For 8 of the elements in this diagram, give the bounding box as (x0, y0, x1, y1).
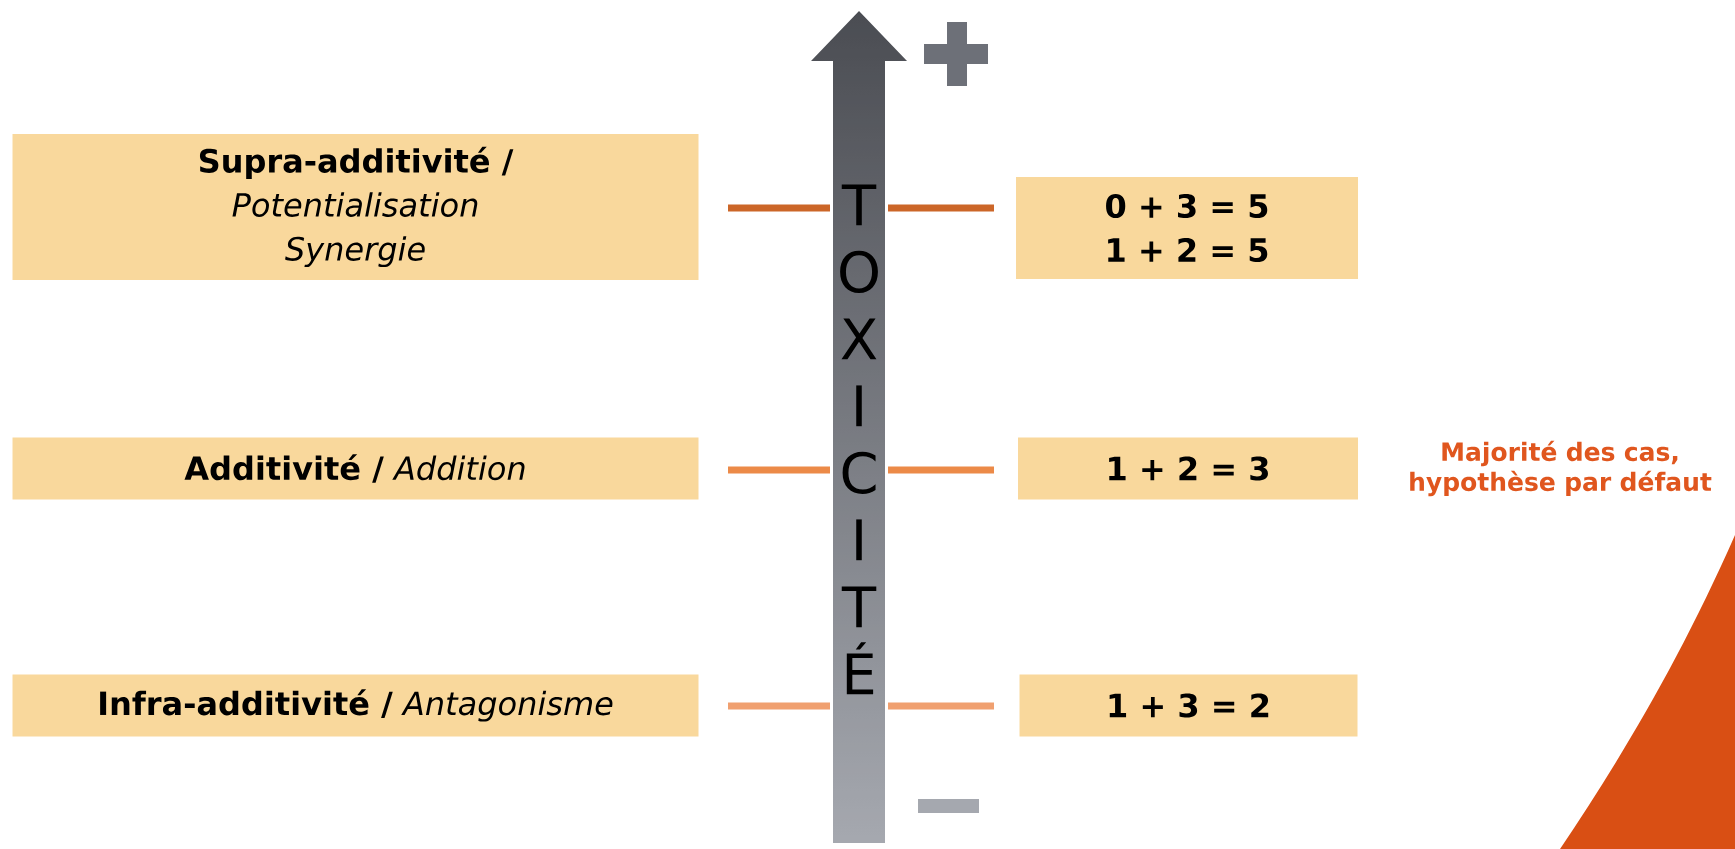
term-box: 1 + 2 = 3 (1018, 437, 1358, 500)
term-box: Additivité / Addition (12, 437, 699, 500)
note-text: Majorité des cas, hypothèse par défaut (1410, 440, 1712, 497)
vertical-label: TOXICITÉ (840, 184, 878, 695)
term-box: 0 + 3 = 5 1 + 2 = 5 (1016, 177, 1358, 279)
term-box: 1 + 3 = 2 (1019, 674, 1358, 737)
term-box: Supra-additivité / Potentialisation Synergie (12, 134, 699, 280)
term-box: Infra-additivité / Antagonisme (12, 674, 699, 737)
